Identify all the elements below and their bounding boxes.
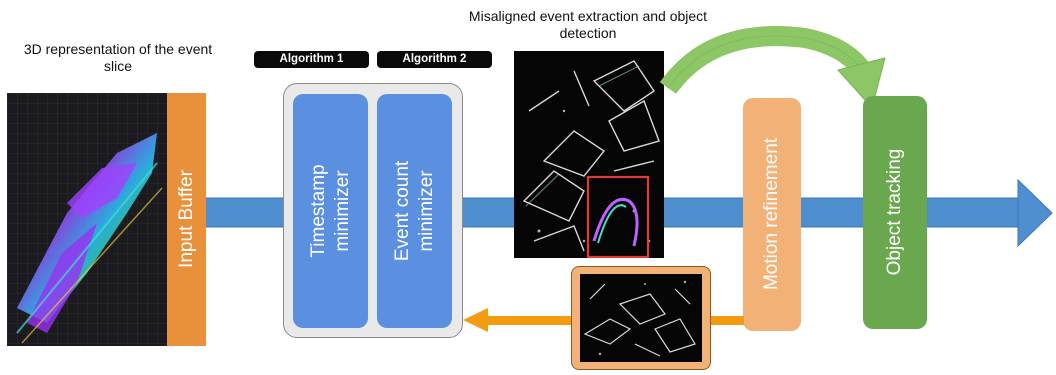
misaligned-event-image [514, 51, 664, 258]
object-tracking-block [863, 96, 927, 329]
refined-event-frame-icon [583, 280, 696, 357]
misaligned-event-frame-icon [522, 60, 660, 258]
motion-refinement-block [743, 98, 801, 331]
event-slice-caption: 3D representation of the event slice [23, 41, 213, 74]
3d-event-slice-icon [7, 93, 167, 346]
misaligned-caption: Misaligned event extraction and object d… [468, 8, 708, 41]
event-count-minimizer-block [377, 94, 452, 328]
input-buffer-block [167, 93, 206, 346]
event-slice-image [7, 93, 167, 346]
algorithm-2-tag: Algorithm 2 [377, 51, 492, 68]
algorithm-1-tag: Algorithm 1 [254, 51, 369, 68]
refined-event-image [571, 266, 711, 370]
timestamp-minimizer-block [293, 94, 368, 328]
